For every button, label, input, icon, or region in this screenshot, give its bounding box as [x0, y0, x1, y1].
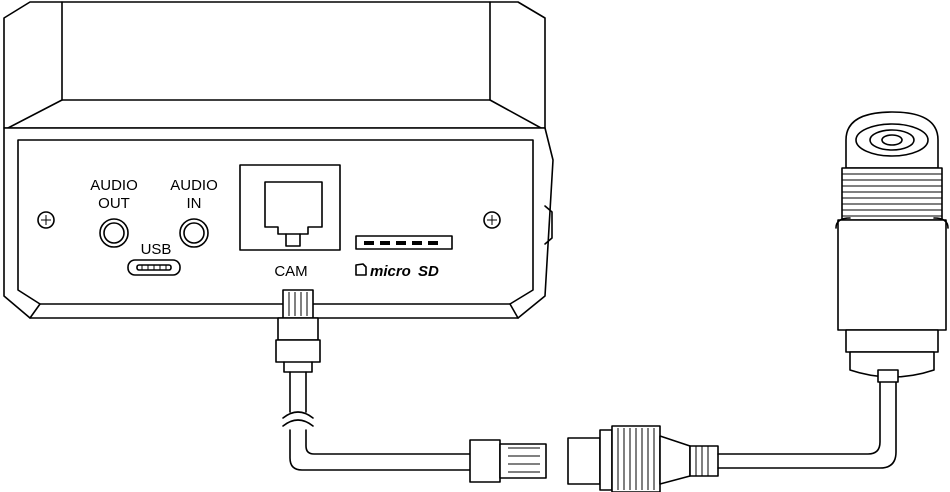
camera-lens-icon — [835, 111, 949, 383]
usb-port-icon — [127, 259, 181, 276]
audio-jack-icon — [179, 218, 209, 248]
audio-out-label-line2: OUT — [98, 195, 130, 212]
microsd-logo-text: micro — [370, 263, 411, 280]
usb-label: USB — [141, 241, 172, 258]
cam-label: CAM — [274, 263, 307, 280]
sd-logo-mark: SD — [418, 263, 439, 280]
audio-in-label-line2: IN — [187, 195, 202, 212]
screw-icon — [483, 211, 501, 229]
rj45-jack-icon — [239, 164, 341, 251]
rj45-plug-icon — [469, 439, 547, 483]
sd-card-icon — [355, 235, 453, 276]
screw-icon — [37, 211, 55, 229]
camera-lead-cable — [717, 379, 897, 469]
audio-out-label-line1: AUDIO — [90, 177, 138, 194]
rj45-socket-connector — [567, 425, 719, 492]
camera-cable — [282, 371, 471, 471]
audio-jack-icon — [99, 218, 129, 248]
rj45-plug-icon — [275, 289, 321, 373]
audio-in-label-line1: AUDIO — [170, 177, 218, 194]
